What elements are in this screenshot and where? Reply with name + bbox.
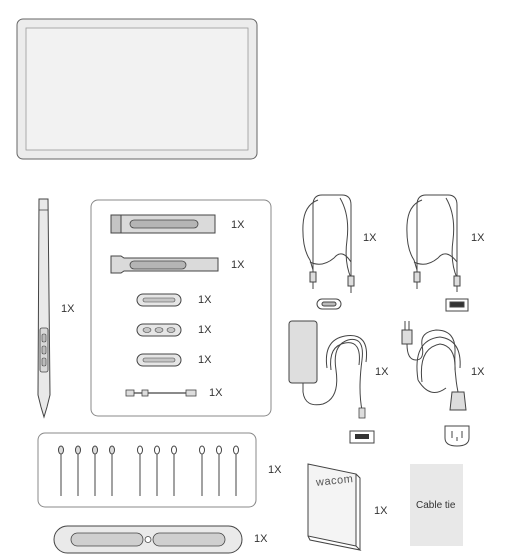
power-adapter-qty: 1X: [375, 366, 389, 378]
quick-start-guide-qty: 1X: [374, 505, 388, 517]
power-cord-illustration: [401, 321, 470, 447]
nib-holder-c-qty: 1X: [198, 354, 212, 366]
pen-case-qty: 1X: [231, 219, 245, 231]
power-cord-qty: 1X: [471, 366, 485, 378]
pen-stand-qty: 1X: [254, 533, 268, 545]
pen-qty: 1X: [61, 303, 75, 315]
cable-tie-label: Cable tie: [416, 500, 456, 511]
usb-c-cable-qty: 1X: [363, 232, 377, 244]
nib-removal-tool-qty: 1X: [209, 387, 223, 399]
pen-stand-illustration: [53, 525, 243, 554]
pen-case-box: [90, 199, 272, 417]
tablet-illustration: [16, 18, 258, 160]
pen-illustration: [37, 198, 51, 419]
usb-a-cable-qty: 1X: [471, 232, 485, 244]
power-adapter-illustration: [288, 320, 375, 444]
replacement-nibs-illustration: [37, 432, 257, 508]
usb-a-cable-illustration: [406, 194, 469, 312]
replacement-nibs-qty: 1X: [268, 464, 282, 476]
quick-start-guide-illustration: [307, 463, 362, 551]
pen-case-open-qty: 1X: [231, 259, 245, 271]
nib-holder-b-qty: 1X: [198, 324, 212, 336]
nib-holder-a-qty: 1X: [198, 294, 212, 306]
cable-tie-illustration: [410, 464, 463, 546]
usb-c-cable-illustration: [302, 194, 355, 310]
